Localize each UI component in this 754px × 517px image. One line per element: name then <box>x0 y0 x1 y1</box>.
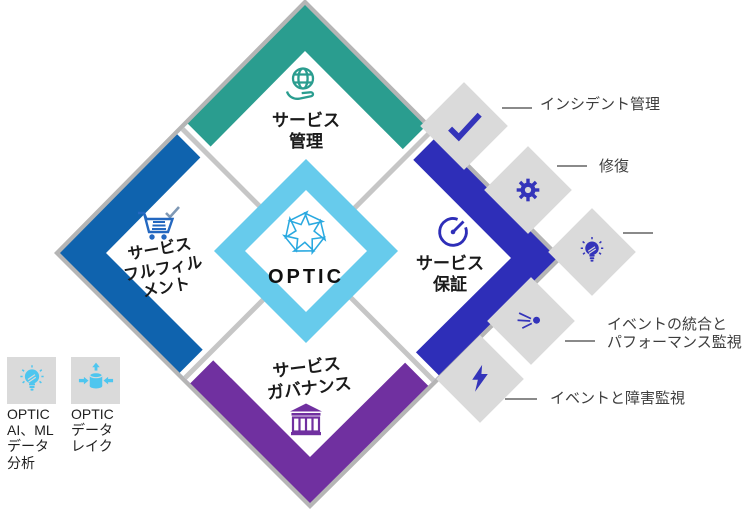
callout-tile-events <box>436 335 524 423</box>
gauge-icon <box>438 217 468 247</box>
checkmark-icon <box>444 107 484 145</box>
callout-label-remediation: 修復 <box>599 158 630 175</box>
leader-line-performance <box>565 340 595 342</box>
data-lake-icon <box>78 362 113 388</box>
tile-ai-ml-analytics <box>7 357 56 404</box>
bank-icon <box>290 403 322 436</box>
leader-line-insight <box>623 232 653 234</box>
tile-label-data-lake: OPTIC データ レイク <box>71 406 114 455</box>
tile-data-lake <box>71 357 120 404</box>
leader-line-events <box>505 398 537 400</box>
globe-hand-icon <box>285 67 315 100</box>
quadrant-right-label: サービス 保証 <box>416 254 484 294</box>
callout-tile-insight <box>548 208 636 296</box>
quadrant-top-label: サービス 管理 <box>272 111 340 151</box>
ai-lightbulb-icon <box>19 364 44 391</box>
lightbulb-icon <box>574 232 610 272</box>
callout-tile-remediation <box>484 146 572 234</box>
callout-label-performance: イベントの統合と パフォーマンス監視 <box>607 316 742 352</box>
callout-label-incident: インシデント管理 <box>540 96 661 113</box>
tile-label-ai-ml-analytics: OPTIC AI、ML データ 分析 <box>7 406 54 471</box>
aperture-icon <box>282 210 327 256</box>
callout-tile-incident <box>420 82 508 170</box>
center-optic-label: OPTIC <box>267 266 345 288</box>
lightning-icon <box>463 360 497 398</box>
leader-line-incident <box>502 107 532 109</box>
motion-icon <box>512 303 550 339</box>
callout-label-events: イベントと障害監視 <box>550 390 686 407</box>
leader-line-remediation <box>557 165 587 167</box>
callout-tile-performance <box>487 277 575 365</box>
gear-icon <box>511 173 545 207</box>
cart-check-icon <box>138 206 180 240</box>
